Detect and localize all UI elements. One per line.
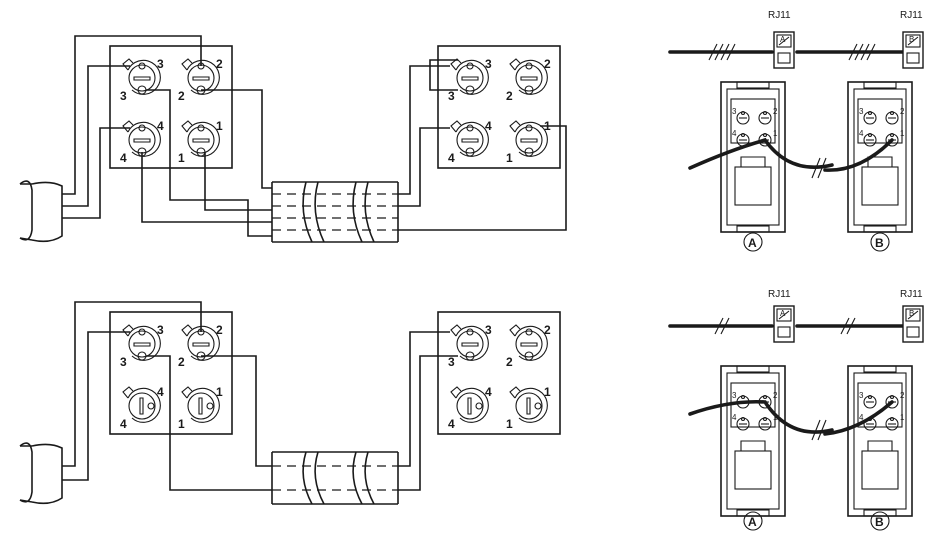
terminal-label: 3 <box>120 89 127 103</box>
svg-text:4: 4 <box>732 413 737 422</box>
rj11-plug-b: B <box>902 305 924 343</box>
terminal-label: 4 <box>485 385 492 399</box>
svg-text:1: 1 <box>900 129 905 138</box>
terminal-label: 4 <box>448 151 455 165</box>
svg-text:2: 2 <box>773 107 778 116</box>
terminal-label: 4 <box>157 385 164 399</box>
svg-text:1: 1 <box>773 129 778 138</box>
terminal-label: 3 <box>448 355 455 369</box>
terminal-label: 1 <box>216 385 223 399</box>
bottom-wiring-diagram: 3 2 3 2 4 1 4 1 3 2 3 2 4 1 4 1 <box>19 301 561 505</box>
terminal-label: 3 <box>485 57 492 71</box>
terminal-label: 3 <box>448 89 455 103</box>
svg-text:4: 4 <box>732 129 737 138</box>
svg-text:2: 2 <box>900 107 905 116</box>
terminal-label: 3 <box>120 355 127 369</box>
terminal-label: 1 <box>506 417 513 431</box>
socket-a-label: A <box>748 515 757 529</box>
terminal-label: 4 <box>448 417 455 431</box>
terminal-label: 4 <box>485 119 492 133</box>
svg-text:3: 3 <box>859 107 864 116</box>
terminal-label: 2 <box>544 57 551 71</box>
svg-text:3: 3 <box>732 107 737 116</box>
rj11-label: RJ11 <box>900 289 923 300</box>
terminal-label: 4 <box>120 151 127 165</box>
terminal-label: 1 <box>544 385 551 399</box>
top-rj11-diagram: RJ11 RJ11 A B 3 2 4 1 3 2 4 1 A B <box>668 10 924 252</box>
terminal-label: 2 <box>216 323 223 337</box>
rj11-label: RJ11 <box>768 289 791 300</box>
terminal-label: 1 <box>506 151 513 165</box>
svg-text:2: 2 <box>900 391 905 400</box>
terminal-label: 1 <box>178 417 185 431</box>
svg-text:3: 3 <box>859 391 864 400</box>
rj11-plug-a: A <box>773 305 795 343</box>
plug-b-label: B <box>909 309 914 318</box>
plug-a-label: A <box>780 309 786 318</box>
plug-b-label: B <box>909 35 914 44</box>
terminal-label: 4 <box>157 119 164 133</box>
terminal-label: 2 <box>506 89 513 103</box>
svg-text:1: 1 <box>900 413 905 422</box>
terminal-label: 2 <box>178 355 185 369</box>
svg-text:4: 4 <box>859 413 864 422</box>
terminal-label: 3 <box>485 323 492 337</box>
terminal-label: 2 <box>216 57 223 71</box>
plug-a-label: A <box>780 35 786 44</box>
terminal-label: 3 <box>157 323 164 337</box>
svg-text:2: 2 <box>773 391 778 400</box>
socket-b-label: B <box>875 515 884 529</box>
socket-b-label: B <box>875 236 884 250</box>
terminal-label: 1 <box>216 119 223 133</box>
svg-text:4: 4 <box>859 129 864 138</box>
rj11-plug-b: B <box>902 31 924 69</box>
terminal-label: 4 <box>120 417 127 431</box>
terminal-label: 2 <box>544 323 551 337</box>
rj11-label: RJ11 <box>900 10 923 21</box>
top-wiring-diagram: 3 2 3 2 4 1 4 1 3 2 3 2 4 1 4 1 <box>19 35 567 243</box>
terminal-label: 1 <box>544 119 551 133</box>
terminal-label: 1 <box>178 151 185 165</box>
terminal-label: 3 <box>157 57 164 71</box>
rj11-plug-a: A <box>773 31 795 69</box>
terminal-label: 2 <box>506 355 513 369</box>
svg-text:3: 3 <box>732 391 737 400</box>
rj11-label: RJ11 <box>768 10 791 21</box>
terminal-label: 2 <box>178 89 185 103</box>
socket-a-label: A <box>748 236 757 250</box>
